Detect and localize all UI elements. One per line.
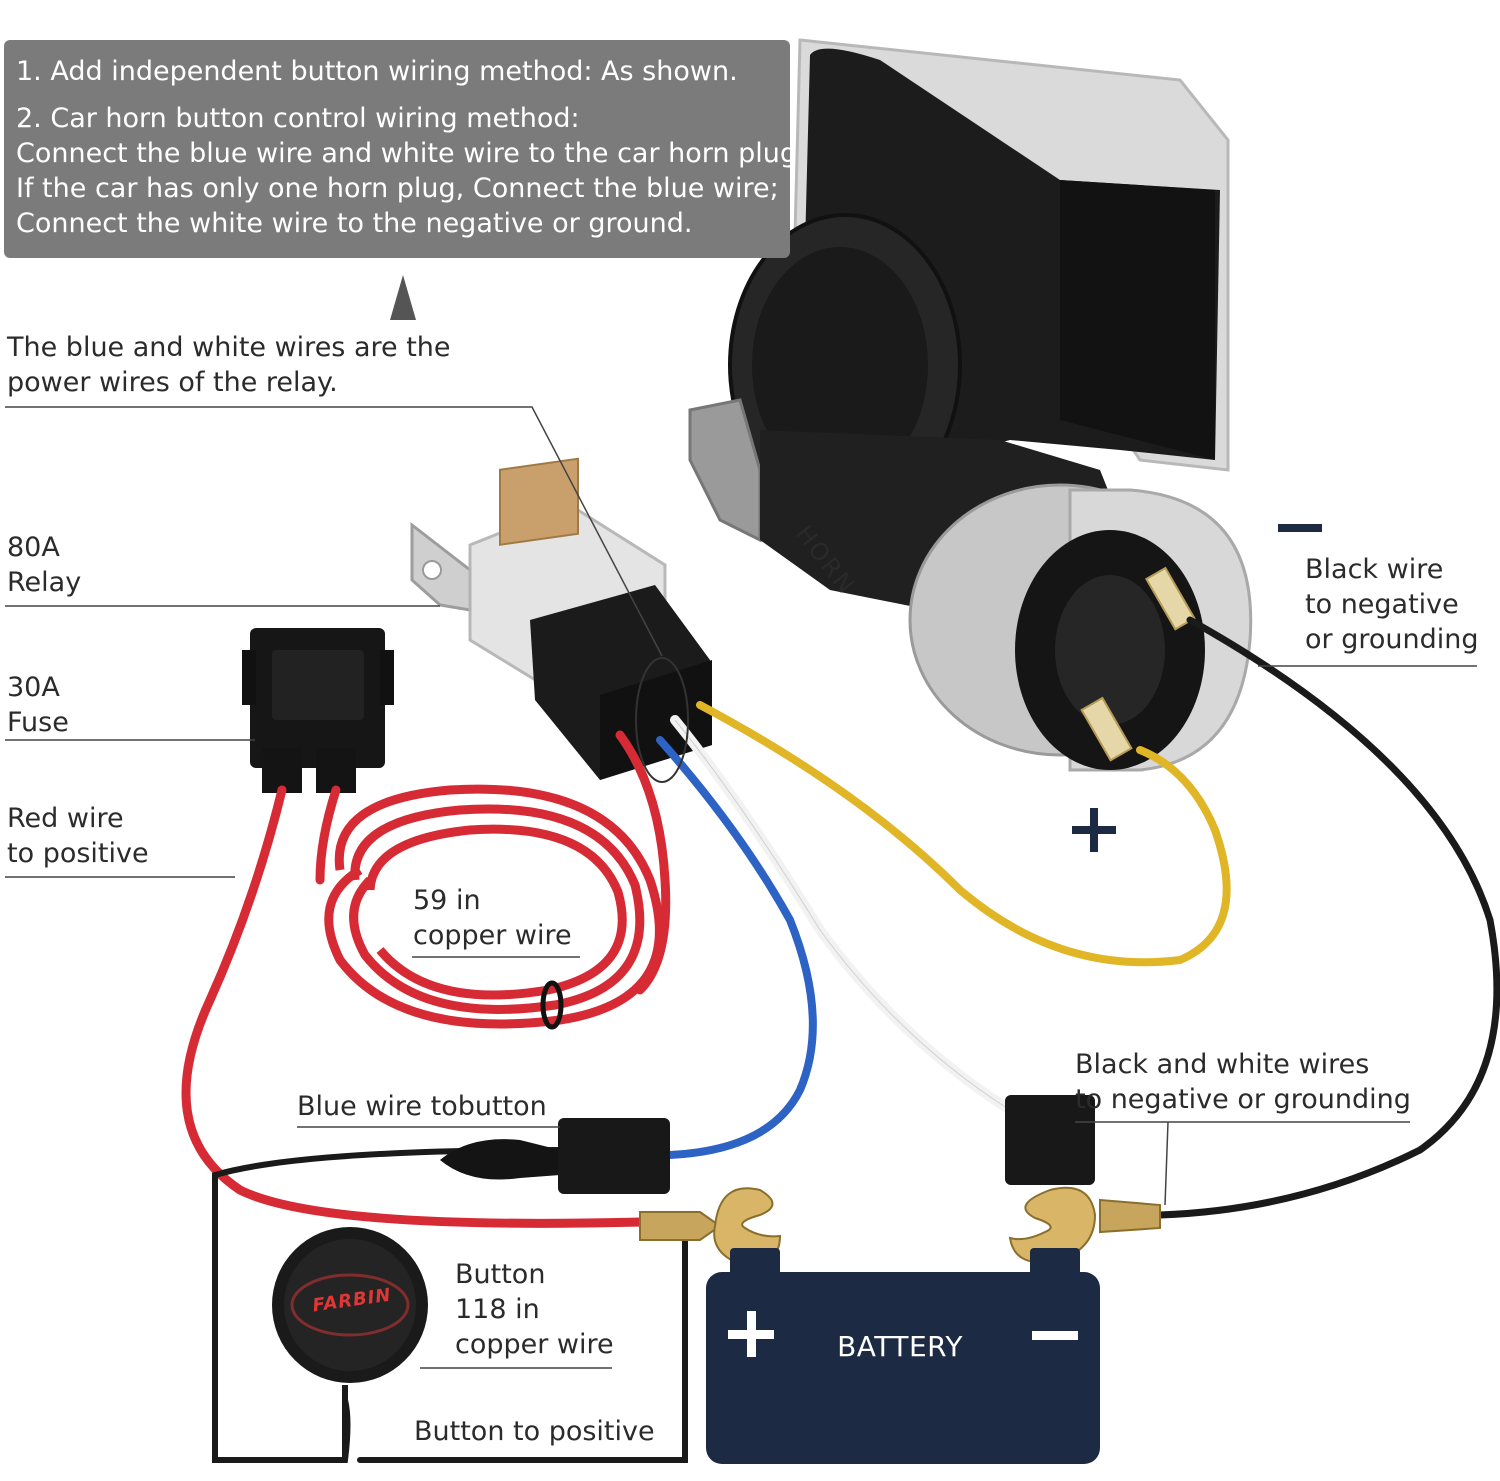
black-white-wires-label: Black and white wires to negative or gro… bbox=[1075, 1047, 1411, 1117]
positive-terminal-icon bbox=[639, 1187, 782, 1265]
wire-tie-icon bbox=[540, 980, 564, 1030]
horn-icon bbox=[688, 38, 1253, 772]
red-wire-label-line-2: to positive bbox=[7, 838, 149, 869]
copper-wire-label: 59 in copper wire bbox=[413, 883, 572, 953]
horn-positive-marker bbox=[1072, 808, 1116, 852]
black-wire-label-line-1: Black wire bbox=[1305, 554, 1444, 585]
blue-wire bbox=[656, 736, 817, 1159]
instruction-line-4: If the car has only one horn plug, Conne… bbox=[16, 173, 779, 204]
blue-wire-connector-icon bbox=[440, 1118, 670, 1194]
fuse-label-line-1: 30A bbox=[7, 672, 60, 703]
button-label: Button 118 in copper wire bbox=[455, 1257, 614, 1362]
black-wire-label-line-3: or grounding bbox=[1305, 624, 1479, 655]
black-white-connector-icon bbox=[1005, 1095, 1095, 1185]
black-wire bbox=[1156, 616, 1500, 1219]
instruction-line-1: 1. Add independent button wiring method:… bbox=[16, 56, 738, 87]
battery-icon bbox=[706, 1248, 1100, 1464]
relay-label: 80A Relay bbox=[7, 530, 81, 600]
leader-lines bbox=[5, 406, 1477, 1369]
fuse-label: 30A Fuse bbox=[7, 670, 69, 740]
instructions-box: 1. Add independent button wiring method:… bbox=[4, 40, 797, 258]
fuse-holder-icon bbox=[242, 628, 394, 793]
power-wires-label-line-2: power wires of the relay. bbox=[7, 367, 338, 398]
black-wire-label-line-2: to negative bbox=[1305, 589, 1459, 620]
red-wire-label-line-1: Red wire bbox=[7, 803, 124, 834]
instruction-line-5: Connect the white wire to the negative o… bbox=[16, 208, 693, 239]
instruction-line-3: Connect the blue wire and white wire to … bbox=[16, 138, 797, 169]
copper-wire-label-line-2: copper wire bbox=[413, 920, 572, 951]
button-positive-label: Button to positive bbox=[414, 1416, 655, 1447]
yellow-wire bbox=[696, 701, 1231, 967]
blue-wire-label: Blue wire tobutton bbox=[297, 1091, 547, 1122]
relay-label-line-1: 80A bbox=[7, 532, 60, 563]
black-white-wires-label-line-1: Black and white wires bbox=[1075, 1049, 1370, 1080]
relay-label-line-2: Relay bbox=[7, 567, 82, 598]
button-label-line-3: copper wire bbox=[455, 1329, 614, 1360]
fuse-label-line-2: Fuse bbox=[7, 707, 69, 738]
red-wire bbox=[181, 730, 671, 1228]
instruction-line-2: 2. Car horn button control wiring method… bbox=[16, 103, 580, 134]
button-label-line-2: 118 in bbox=[455, 1294, 540, 1325]
pointer-triangle-icon bbox=[390, 275, 416, 320]
button-icon bbox=[272, 1227, 428, 1383]
horn-negative-marker bbox=[1278, 524, 1322, 532]
button-label-line-1: Button bbox=[455, 1259, 546, 1290]
wire-callout-ellipse bbox=[635, 657, 689, 783]
black-white-wires-label-line-2: to negative or grounding bbox=[1075, 1084, 1411, 1115]
power-wires-label: The blue and white wires are the power w… bbox=[7, 330, 451, 400]
white-wire bbox=[670, 715, 1015, 1115]
battery-label: BATTERY bbox=[837, 1330, 963, 1363]
relay-icon bbox=[410, 457, 712, 780]
power-wires-label-line-1: The blue and white wires are the bbox=[7, 332, 451, 363]
black-wire-label: Black wire to negative or grounding bbox=[1305, 552, 1478, 657]
red-wire-label: Red wire to positive bbox=[7, 801, 149, 871]
copper-wire-label-line-1: 59 in bbox=[413, 885, 481, 916]
